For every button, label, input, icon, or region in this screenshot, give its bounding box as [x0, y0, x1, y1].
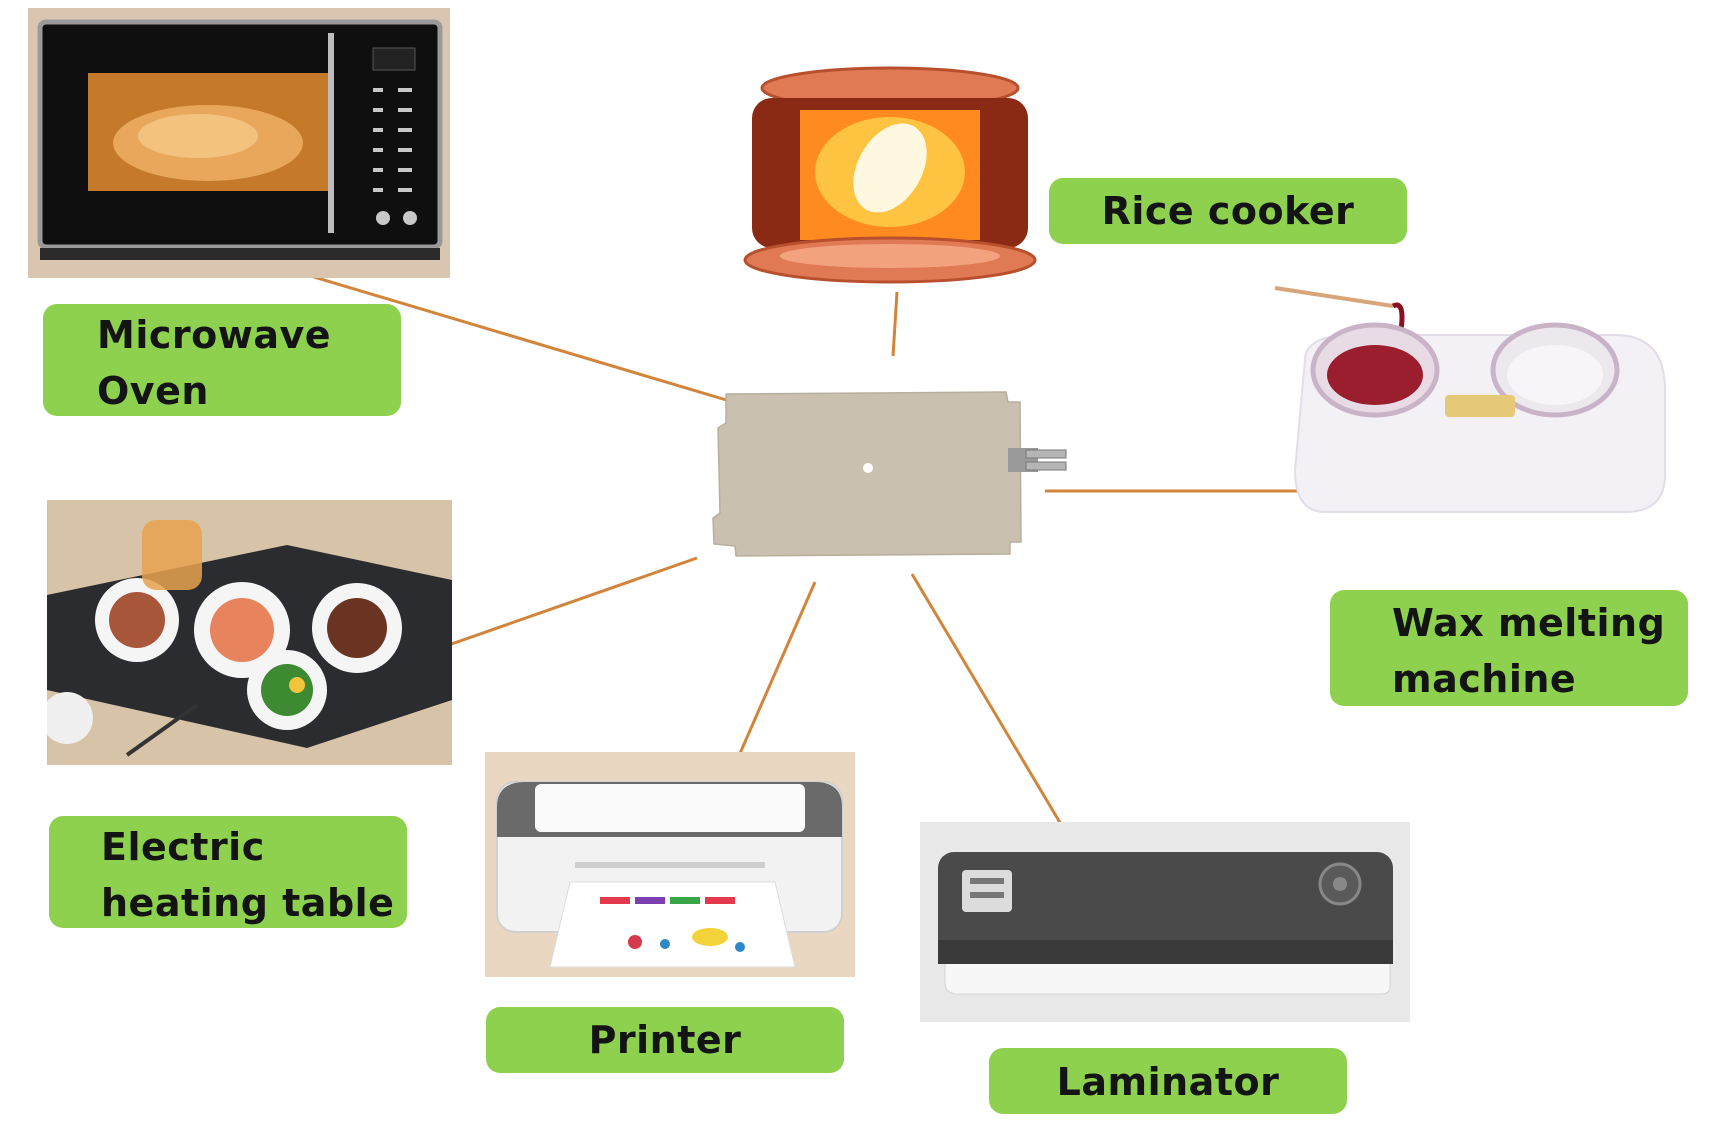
- wax-melter-icon: [1274, 286, 1666, 513]
- label-microwave-line1: Microwave: [97, 313, 332, 357]
- label-wax-line2: machine: [1392, 657, 1577, 701]
- label-table-line1: Electric: [101, 825, 265, 869]
- label-rice-cooker-text: Rice cooker: [1101, 189, 1355, 233]
- label-wax-line1: Wax melting: [1392, 601, 1666, 645]
- label-printer: Printer: [486, 1007, 844, 1073]
- label-laminator: Laminator: [989, 1048, 1347, 1114]
- label-electric-heating-table: Electric heating table: [49, 816, 407, 928]
- label-microwave-oven: Microwave Oven: [43, 304, 401, 416]
- label-microwave-line2: Oven: [97, 369, 209, 413]
- label-laminator-text: Laminator: [1056, 1060, 1280, 1104]
- heating-table-icon: [47, 500, 452, 765]
- connector-rice-cooker: [891, 291, 899, 357]
- rice-cooker-icon: [743, 66, 1037, 284]
- label-wax-melting-machine: Wax melting machine: [1330, 590, 1688, 706]
- laminator-icon: [920, 822, 1410, 1022]
- label-table-line2: heating table: [101, 881, 395, 925]
- heating-film-icon: [712, 391, 1067, 557]
- label-rice-cooker: Rice cooker: [1049, 178, 1407, 244]
- label-printer-text: Printer: [588, 1018, 742, 1062]
- microwave-oven-icon: [28, 8, 450, 278]
- printer-icon: [485, 752, 855, 977]
